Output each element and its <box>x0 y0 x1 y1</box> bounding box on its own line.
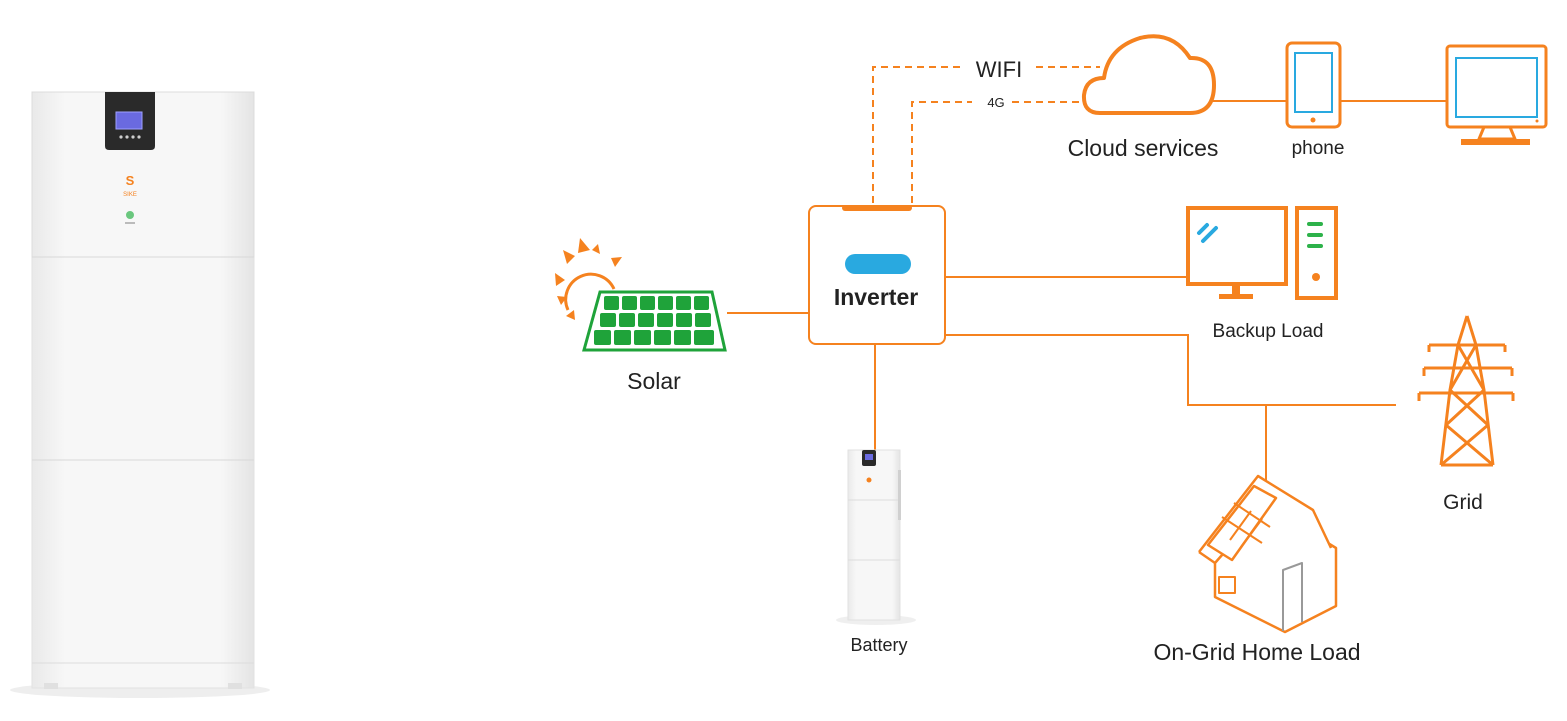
solar-label: Solar <box>627 368 681 394</box>
monitor-icon <box>1445 44 1548 145</box>
brand-logo: S SIKE <box>123 173 137 198</box>
inverter-box <box>808 205 946 345</box>
house-icon <box>1198 474 1338 634</box>
smartphone-icon <box>1285 41 1342 129</box>
sun-icon <box>555 238 622 320</box>
backup-load-label: Backup Load <box>1213 321 1324 342</box>
desktop-pc-icon <box>1186 206 1338 300</box>
svg-text:S: S <box>126 173 135 188</box>
wifi-label: WIFI <box>976 57 1022 82</box>
cloud-services-label: Cloud services <box>1068 135 1219 161</box>
svg-text:SIKE: SIKE <box>123 192 137 198</box>
transmission-tower-icon <box>1417 315 1515 467</box>
cloud-icon <box>1081 34 1216 115</box>
grid-label: Grid <box>1443 491 1483 514</box>
on-grid-home-load-label: On-Grid Home Load <box>1153 639 1360 665</box>
power-indicator-icon <box>125 211 135 224</box>
product-cabinet: S SIKE <box>10 91 270 698</box>
inverter-screen <box>845 254 911 274</box>
inverter-label: Inverter <box>834 284 918 310</box>
battery-icon <box>836 449 916 625</box>
connection-lines <box>727 66 1447 520</box>
phone-label: phone <box>1292 138 1345 159</box>
cabinet-display-panel <box>105 92 155 150</box>
solar-panel-icon <box>582 290 727 352</box>
battery-label: Battery <box>850 635 907 655</box>
4g-label: 4G <box>987 95 1004 110</box>
